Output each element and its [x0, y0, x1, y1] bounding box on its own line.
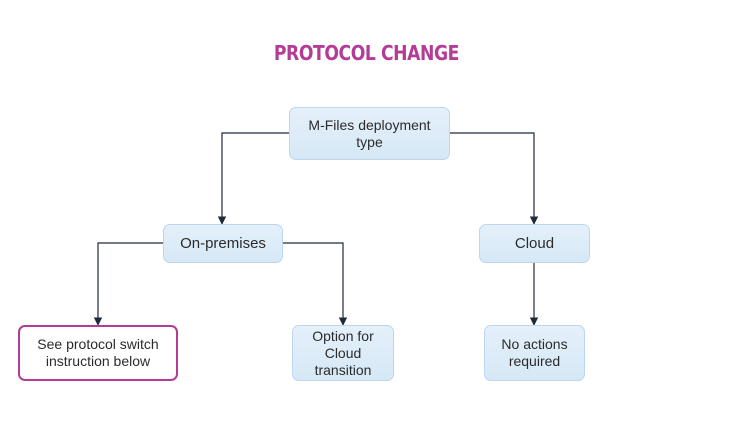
node-deployment-type: M-Files deployment type: [289, 107, 450, 160]
node-on-premises: On-premises: [163, 224, 283, 263]
connector-root-to-cloud: [450, 132, 539, 225]
node-deployment-type-label: M-Files deployment type: [308, 116, 431, 150]
node-cloud: Cloud: [479, 224, 590, 263]
node-on-premises-label: On-premises: [180, 235, 266, 252]
connector-on-premises-to-see-protocol: [93, 242, 163, 326]
node-see-protocol: See protocol switch instruction below: [18, 325, 178, 381]
node-cloud-label: Cloud: [514, 235, 555, 252]
node-see-protocol-label: See protocol switch instruction below: [37, 336, 159, 369]
connector-on-premises-to-option-cloud: [283, 242, 348, 326]
node-no-actions: No actions required: [484, 325, 585, 381]
node-option-cloud-label: Option for Cloud transition: [312, 327, 374, 378]
node-option-cloud: Option for Cloud transition: [292, 325, 394, 381]
diagram-title: PROTOCOL CHANGE: [273, 41, 460, 65]
connector-root-to-on-premises: [217, 132, 289, 225]
node-no-actions-label: No actions required: [501, 336, 568, 369]
